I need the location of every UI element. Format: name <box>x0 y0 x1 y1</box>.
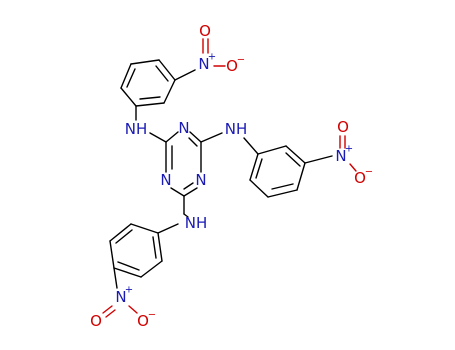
bond-nitro3-o-double <box>102 305 113 314</box>
nitro-1-minus-charge: − <box>237 55 245 66</box>
bond-c3-n3 <box>170 187 185 197</box>
bond-n2-c3 <box>183 187 198 197</box>
bond-r1-b <box>120 63 132 89</box>
bond-r1-c <box>130 59 160 65</box>
atom-labels: N N N NH NH NH N + O O − N + O O − N + O… <box>90 22 373 330</box>
bond-r1-e <box>163 79 176 104</box>
bonds <box>102 38 357 318</box>
bond-r2-d <box>267 189 298 198</box>
bond-r3-f <box>157 232 163 262</box>
ring-nitrogen-3: N <box>160 171 171 189</box>
bond-r2-f2 <box>255 158 263 179</box>
bond-c2-nh2 <box>200 132 223 143</box>
nitro-2-oxygen-double: O <box>337 118 349 136</box>
nitro-1-nitrogen: N <box>198 55 209 73</box>
bond-nh2-ring2 <box>243 137 259 155</box>
nitro-2-nitrogen: N <box>335 147 346 165</box>
ring-nitrogen-1: N <box>178 119 189 137</box>
bond-r3-d2 <box>117 261 140 271</box>
nitro-1-oxygen-double: O <box>199 22 211 40</box>
bond-r3-nitro <box>113 267 118 289</box>
bond-nitro3-o-single <box>128 305 138 314</box>
bond-r2-e <box>249 179 269 198</box>
bond-r2-d2 <box>271 183 294 190</box>
bond-r1-f2 <box>139 96 161 100</box>
bond-c3-nh3-b <box>183 213 189 218</box>
bond-r3-d <box>113 267 142 278</box>
bond-n1-c2 <box>189 131 202 143</box>
bond-r3-b2 <box>115 229 133 244</box>
bond-n1-c2-double <box>188 137 198 147</box>
bond-c1-nh1 <box>149 132 167 143</box>
nitro-3-minus-charge: − <box>148 310 156 321</box>
bond-r3-c <box>109 240 115 269</box>
bond-r2-a <box>257 145 287 155</box>
bond-r3-e <box>140 260 163 278</box>
amine-nh-1: NH <box>125 120 148 138</box>
nitro-1-plus-charge: + <box>208 52 216 63</box>
bond-nitro3-o-double-2 <box>105 309 116 318</box>
amine-nh-2: NH <box>225 120 248 138</box>
bond-r3-f2 <box>152 236 157 259</box>
bond-r1-d <box>158 59 176 81</box>
bond-r1-a <box>120 87 137 107</box>
nitro-2-minus-charge: − <box>365 167 373 178</box>
bond-r1-nitro <box>174 69 196 81</box>
nitro-2-oxygen-single: O <box>354 169 366 187</box>
bond-n2-c3-double <box>183 182 194 190</box>
ring-nitrogen-2: N <box>195 171 206 189</box>
bond-r1-f <box>135 102 165 107</box>
nitro-2-plus-charge: + <box>345 144 353 155</box>
amine-nh-3: NH <box>185 214 208 232</box>
bond-r2-f <box>249 153 259 181</box>
bond-nh3-ring3 <box>157 223 179 234</box>
bond-r3-b <box>109 223 132 242</box>
bond-r2-b2 <box>285 152 301 167</box>
nitro-3-plus-charge: + <box>125 285 133 296</box>
nitro-3-oxygen-double: O <box>90 312 102 330</box>
bond-nitro2-o-single <box>349 163 357 172</box>
bond-r2-nitro <box>304 155 333 164</box>
bond-r3-a <box>130 223 159 234</box>
bond-r1-d2 <box>155 65 169 82</box>
bond-r2-b <box>285 145 306 164</box>
bond-r1-b2 <box>126 68 136 88</box>
nitro-3-nitrogen: N <box>115 288 126 306</box>
bond-r2-c <box>296 162 306 191</box>
bond-c1-n1 <box>165 131 179 143</box>
nitro-3-oxygen-single: O <box>137 312 149 330</box>
nitro-1-oxygen-single: O <box>226 57 238 75</box>
